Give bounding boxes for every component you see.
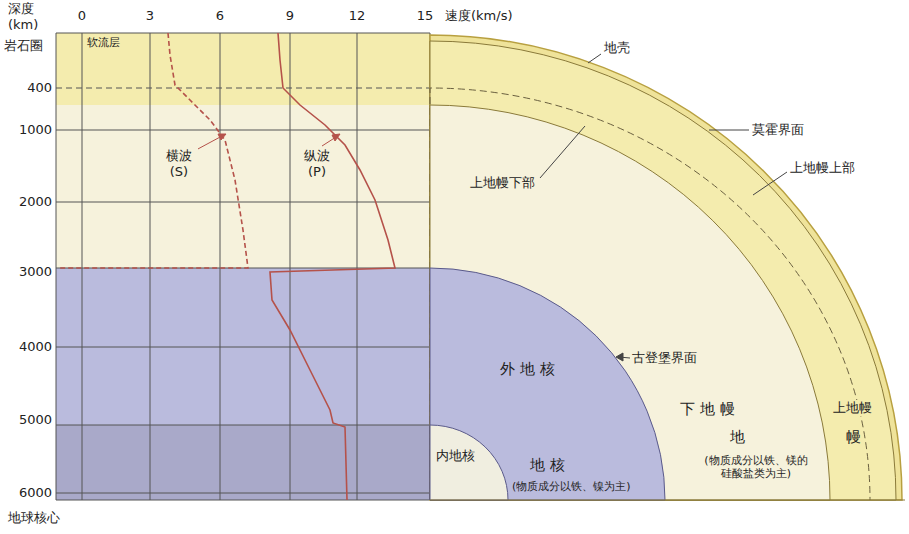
layer-label: 岩石圈: [4, 38, 43, 54]
composition-note: (物质成分以铁、镁的硅酸盐类为主): [704, 454, 808, 480]
tick-label: 0: [78, 8, 86, 24]
layer-label: 外 地 核: [500, 360, 555, 378]
depth-label: 6000: [19, 485, 52, 501]
wave-label: 纵波 (P): [298, 148, 336, 179]
axis-title: 地球核心: [8, 510, 60, 526]
layer-label: 下 地 幔: [680, 400, 735, 418]
depth-label: 5000: [19, 412, 52, 428]
boundary-label: 古登堡界面: [632, 350, 697, 366]
layer-label: 软流层: [86, 36, 121, 49]
tick-label: 9: [286, 8, 294, 24]
layer-label: 内地核: [436, 448, 475, 464]
tick-label: 12: [349, 8, 366, 24]
layer-label: 上地幔下部: [470, 175, 535, 191]
tick-label: 6: [216, 8, 224, 24]
layer-label: 上地幔上部: [790, 160, 855, 176]
depth-label: 3000: [19, 264, 52, 280]
depth-label: 2000: [19, 194, 52, 210]
tick-label: 3: [146, 8, 154, 24]
depth-label: 1000: [19, 122, 52, 138]
layer-label: 幔: [845, 428, 862, 446]
axis-title: 速度(km/s): [445, 8, 513, 24]
layer-label: 地 核: [530, 456, 565, 474]
layer-label: 上地幔: [832, 400, 873, 416]
axis-title: 深度 (km): [8, 1, 44, 32]
wave-label: 横波 (S): [160, 148, 198, 179]
depth-label: 4000: [19, 339, 52, 355]
layer-label: 地壳: [604, 40, 630, 56]
tick-label: 15: [417, 8, 434, 24]
layer-label: 地: [730, 428, 745, 446]
composition-note: (物质成分以铁、镍为主): [512, 480, 631, 493]
depth-label: 400: [27, 80, 52, 96]
boundary-label: 莫霍界面: [752, 122, 804, 138]
